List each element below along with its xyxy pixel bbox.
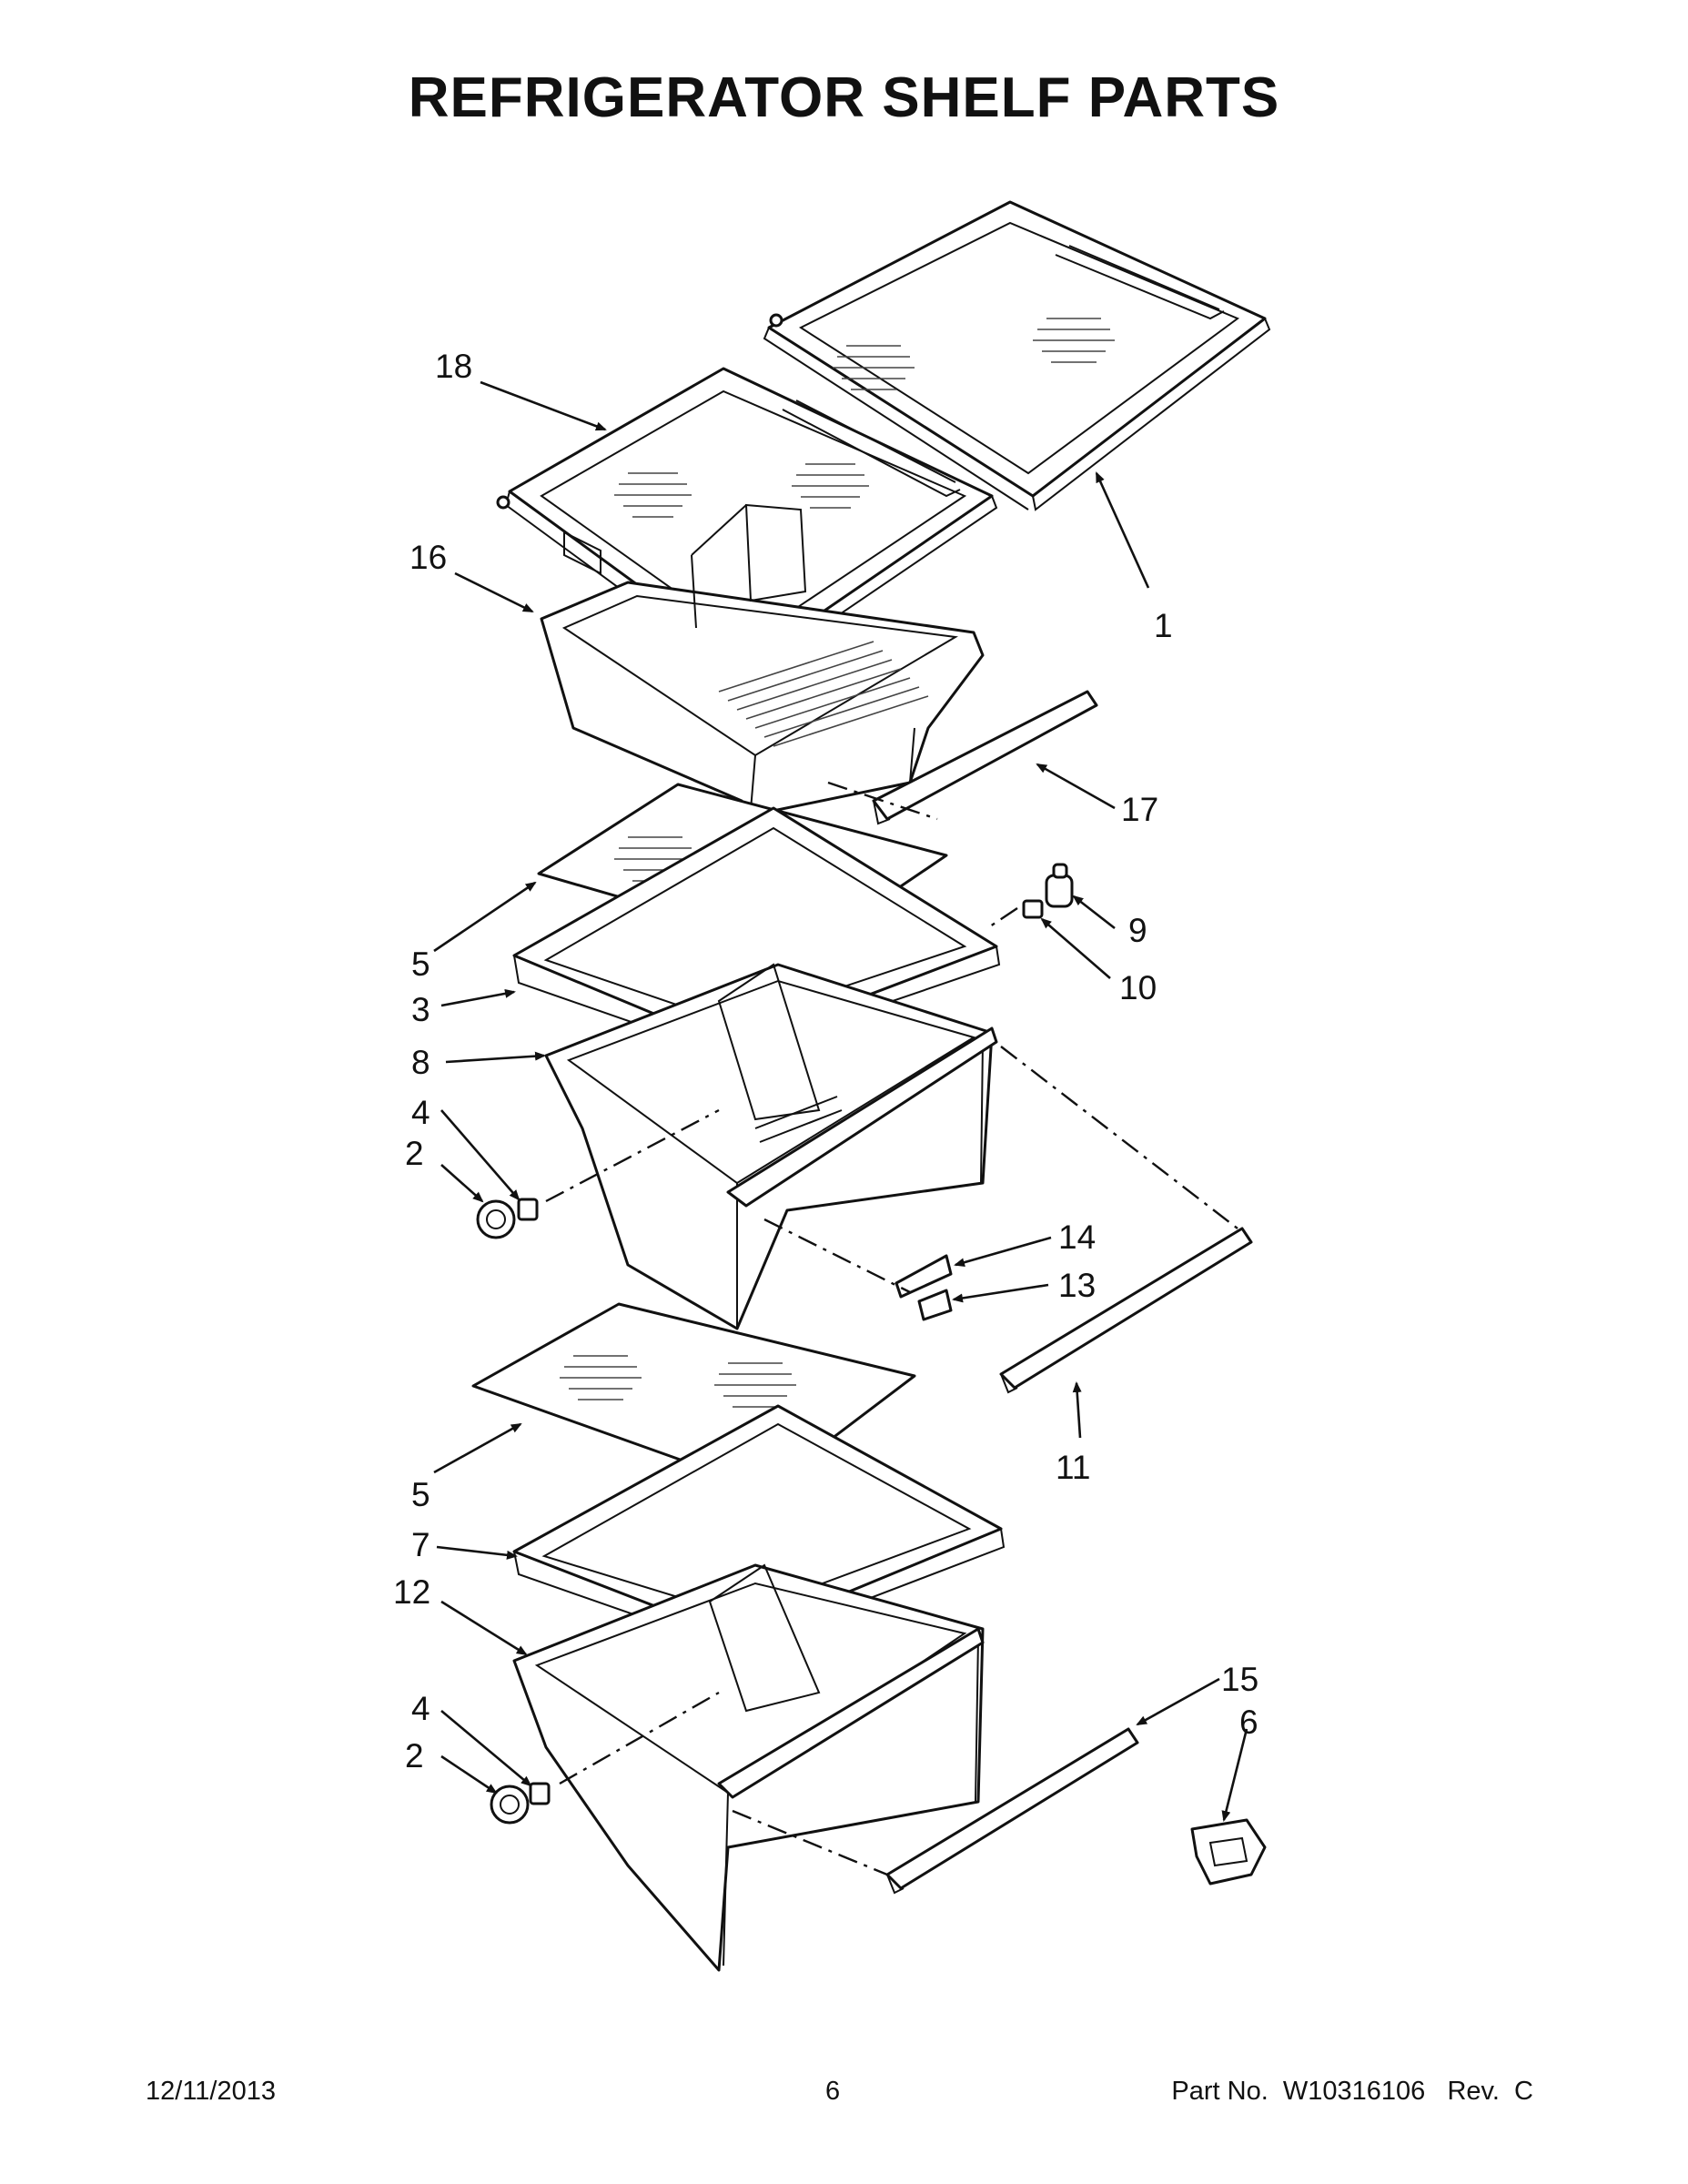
crisper-drawer-part-8 xyxy=(544,963,998,1330)
screw-part-10 xyxy=(1022,899,1044,919)
stop-part-9 xyxy=(1045,863,1074,908)
callout-16: 16 xyxy=(409,539,447,576)
callout-6: 6 xyxy=(1239,1704,1258,1741)
crisper-drawer-part-12 xyxy=(512,1563,985,1972)
callout-1: 1 xyxy=(1154,607,1173,644)
stop-part-2-lower xyxy=(490,1785,530,1825)
front-trim-part-11 xyxy=(999,1227,1253,1394)
callout-8: 8 xyxy=(411,1044,430,1081)
footer-part-number: Part No. W10316106 Rev. C xyxy=(1171,2077,1533,2106)
clip-part-13 xyxy=(917,1289,953,1321)
footer-date: 12/11/2013 xyxy=(146,2077,276,2106)
callout-5-upper: 5 xyxy=(411,945,430,983)
callout-4-upper: 4 xyxy=(411,1094,430,1131)
callout-13: 13 xyxy=(1058,1267,1096,1304)
callout-18: 18 xyxy=(435,348,472,385)
callout-15: 15 xyxy=(1221,1661,1258,1698)
callout-3: 3 xyxy=(411,991,430,1028)
leader-arrows xyxy=(433,380,1248,1822)
callout-labels: 18 1 16 17 5 3 9 10 8 4 2 14 13 11 5 7 1… xyxy=(393,348,1258,1774)
callout-7: 7 xyxy=(411,1526,430,1563)
callout-17: 17 xyxy=(1121,791,1158,828)
callout-11: 11 xyxy=(1056,1449,1090,1486)
page-title: REFRIGERATOR SHELF PARTS xyxy=(408,66,1280,129)
callout-2-upper: 2 xyxy=(405,1135,424,1172)
footer-page-number: 6 xyxy=(825,2077,841,2106)
crisper-drawer-part-16 xyxy=(540,503,985,816)
front-trim-part-15 xyxy=(885,1727,1139,1895)
bracket-part-14 xyxy=(895,1254,953,1299)
callout-10: 10 xyxy=(1119,969,1157,1006)
screw-part-4-lower xyxy=(529,1782,551,1805)
screw-part-4-upper xyxy=(517,1198,539,1221)
callout-2-lower: 2 xyxy=(405,1737,424,1774)
glass-shelf-part-1 xyxy=(763,200,1271,511)
callout-9: 9 xyxy=(1128,912,1147,949)
callout-4-lower: 4 xyxy=(411,1690,430,1727)
bracket-part-6 xyxy=(1190,1818,1267,1886)
callout-12: 12 xyxy=(393,1573,430,1611)
callout-14: 14 xyxy=(1058,1218,1096,1256)
stop-part-2-upper xyxy=(476,1199,516,1239)
callout-5-lower: 5 xyxy=(411,1476,430,1513)
assembly-lines xyxy=(545,781,1238,1876)
front-trim-part-17 xyxy=(872,690,1098,825)
